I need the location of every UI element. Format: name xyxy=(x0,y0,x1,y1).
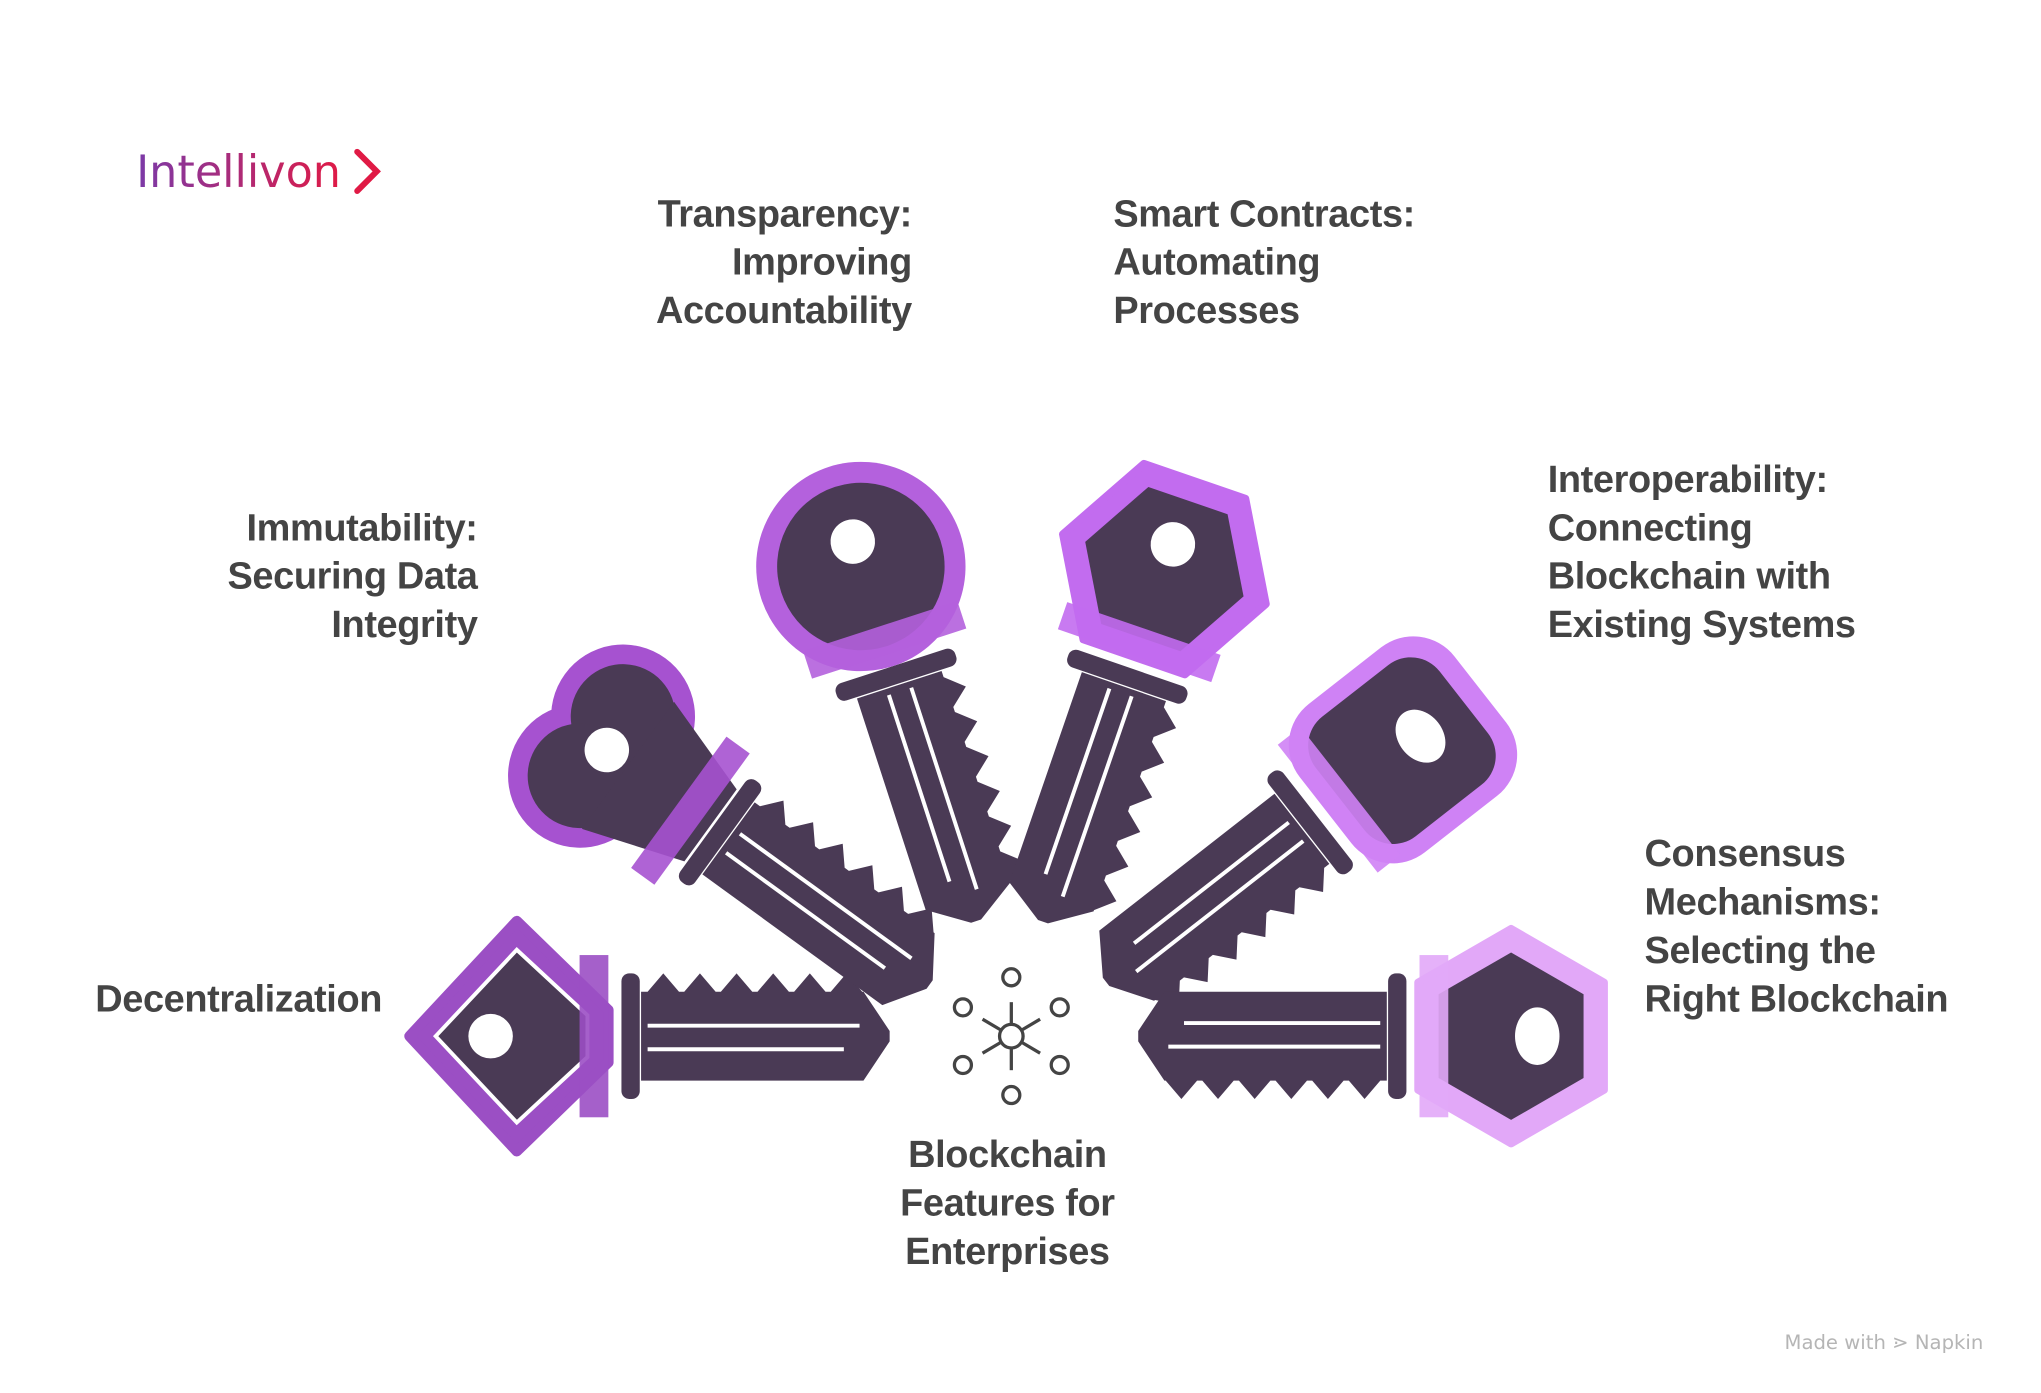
chevron-right-icon xyxy=(354,148,381,194)
key-smart-contracts xyxy=(1009,459,1270,924)
key-transparency xyxy=(756,461,1023,923)
key-hole xyxy=(1150,522,1196,567)
key-decentralization xyxy=(404,915,890,1157)
key-hole xyxy=(1395,709,1446,763)
key-head-hex xyxy=(1414,924,1608,1148)
key-blade xyxy=(702,800,935,1006)
network-icon xyxy=(952,967,1070,1106)
key-immutability xyxy=(508,644,935,1006)
key-consensus xyxy=(1138,924,1608,1148)
napkin-icon: ⋗ xyxy=(1892,1330,1909,1355)
key-blade xyxy=(1099,793,1330,1005)
key-hole xyxy=(1515,1007,1560,1065)
footer-attribution: Made with ⋗ Napkin xyxy=(1784,1330,1984,1355)
key-interoperability xyxy=(1099,636,1518,1005)
logo-intellivon: Intellivon xyxy=(136,146,341,199)
key-head-hex xyxy=(1057,459,1270,683)
key-head-trefoil xyxy=(508,644,750,885)
key-head-diamond xyxy=(404,915,614,1157)
key-hole xyxy=(584,727,630,773)
key-head-circle xyxy=(756,461,967,679)
key-blade xyxy=(856,670,1023,923)
label-decentralization: Decentralization xyxy=(95,978,383,1021)
key-head-rect xyxy=(1277,636,1518,873)
key-hole xyxy=(830,519,876,564)
key-hole xyxy=(468,1013,513,1059)
